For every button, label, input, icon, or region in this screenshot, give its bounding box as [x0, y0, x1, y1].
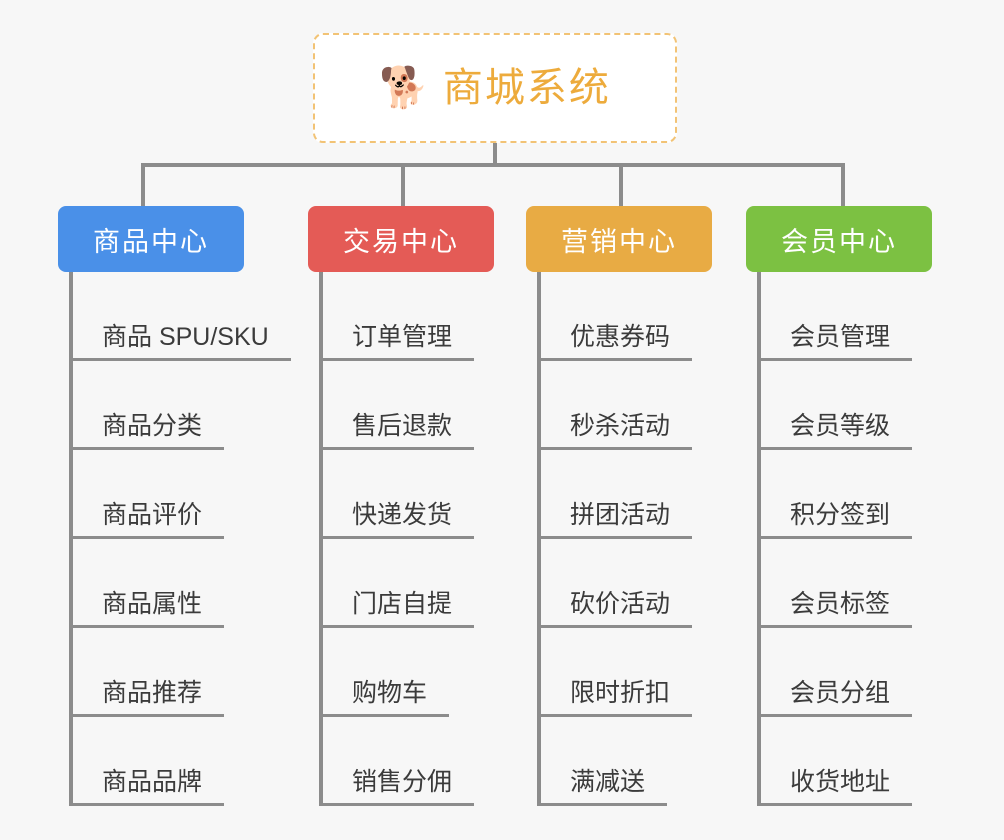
leaf-label: 积分签到 — [790, 500, 891, 529]
leaf-item[interactable]: 订单管理 — [319, 272, 494, 361]
leaf-item[interactable]: 销售分佣 — [319, 717, 494, 806]
shiba-dog-face-icon: 🐕 — [379, 66, 429, 110]
leaf-label: 会员等级 — [790, 411, 891, 440]
leaf-label: 会员分组 — [790, 678, 891, 707]
leaf-item[interactable]: 商品评价 — [69, 450, 244, 539]
leaf-label: 拼团活动 — [570, 500, 671, 529]
branch-header[interactable]: 会员中心 — [746, 206, 932, 272]
leaf-label: 秒杀活动 — [570, 411, 671, 440]
connector-root-stem — [493, 143, 497, 166]
leaf-item[interactable]: 售后退款 — [319, 361, 494, 450]
leaf-item[interactable]: 商品属性 — [69, 539, 244, 628]
leaf-item[interactable]: 满减送 — [537, 717, 712, 806]
leaf-item[interactable]: 拼团活动 — [537, 450, 712, 539]
leaf-label: 商品评价 — [102, 500, 203, 529]
branch-header-label: 营销中心 — [561, 226, 677, 257]
leaf-spine — [69, 272, 73, 806]
leaf-label: 销售分佣 — [352, 767, 453, 796]
branch-column: 营销中心 优惠券码 秒杀活动 拼团活动 砍价活动 限时折扣 满减送 — [526, 206, 712, 806]
leaf-label: 会员标签 — [790, 589, 891, 618]
leaf-label: 商品推荐 — [102, 678, 203, 707]
leaf-label: 商品 SPU/SKU — [102, 322, 269, 351]
leaf-spine — [319, 272, 323, 806]
leaf-item[interactable]: 快递发货 — [319, 450, 494, 539]
leaf-item[interactable]: 购物车 — [319, 628, 494, 717]
leaf-label: 快递发货 — [352, 500, 453, 529]
leaf-item[interactable]: 商品分类 — [69, 361, 244, 450]
leaf-item[interactable]: 商品 SPU/SKU — [69, 272, 291, 361]
leaf-stack: 优惠券码 秒杀活动 拼团活动 砍价活动 限时折扣 满减送 — [537, 272, 712, 806]
leaf-label: 售后退款 — [352, 411, 453, 440]
leaf-item[interactable]: 会员管理 — [757, 272, 932, 361]
leaf-label: 砍价活动 — [570, 589, 671, 618]
leaf-label: 商品品牌 — [102, 767, 203, 796]
connector-drop-2 — [401, 163, 405, 208]
leaf-item[interactable]: 会员标签 — [757, 539, 932, 628]
leaf-label: 会员管理 — [790, 322, 891, 351]
leaf-item[interactable]: 会员等级 — [757, 361, 932, 450]
leaf-stack: 商品 SPU/SKU 商品分类 商品评价 商品属性 商品推荐 商品品牌 — [69, 272, 291, 806]
branch-header[interactable]: 营销中心 — [526, 206, 712, 272]
leaf-label: 购物车 — [352, 678, 428, 707]
connector-drop-3 — [619, 163, 623, 208]
branch-header-label: 会员中心 — [781, 226, 897, 257]
leaf-item[interactable]: 商品推荐 — [69, 628, 244, 717]
leaf-label: 优惠券码 — [570, 322, 671, 351]
root-node-title: 商城系统 — [442, 66, 611, 110]
leaf-label: 满减送 — [570, 767, 646, 796]
connector-drop-4 — [841, 163, 845, 208]
connector-horizontal-bus — [141, 163, 845, 167]
leaf-label: 收货地址 — [790, 767, 891, 796]
leaf-label: 订单管理 — [352, 322, 453, 351]
leaf-spine — [757, 272, 761, 806]
connector-drop-1 — [141, 163, 145, 208]
leaf-item[interactable]: 优惠券码 — [537, 272, 712, 361]
leaf-label: 商品分类 — [102, 411, 203, 440]
leaf-item[interactable]: 秒杀活动 — [537, 361, 712, 450]
root-node-shop-system[interactable]: 🐕 商城系统 — [313, 33, 677, 143]
leaf-spine — [537, 272, 541, 806]
leaf-item[interactable]: 门店自提 — [319, 539, 494, 628]
leaf-item[interactable]: 商品品牌 — [69, 717, 244, 806]
leaf-item[interactable]: 会员分组 — [757, 628, 932, 717]
branch-column: 会员中心 会员管理 会员等级 积分签到 会员标签 会员分组 收货地址 — [746, 206, 932, 806]
leaf-item[interactable]: 限时折扣 — [537, 628, 712, 717]
branch-header-label: 交易中心 — [343, 226, 459, 257]
branch-column: 交易中心 订单管理 售后退款 快递发货 门店自提 购物车 销售分佣 — [308, 206, 494, 806]
leaf-item[interactable]: 收货地址 — [757, 717, 932, 806]
leaf-stack: 会员管理 会员等级 积分签到 会员标签 会员分组 收货地址 — [757, 272, 932, 806]
leaf-stack: 订单管理 售后退款 快递发货 门店自提 购物车 销售分佣 — [319, 272, 494, 806]
leaf-label: 商品属性 — [102, 589, 203, 618]
branch-column: 商品中心 商品 SPU/SKU 商品分类 商品评价 商品属性 商品推荐 商品品牌 — [58, 206, 291, 806]
leaf-label: 门店自提 — [352, 589, 453, 618]
leaf-item[interactable]: 积分签到 — [757, 450, 932, 539]
branch-header[interactable]: 交易中心 — [308, 206, 494, 272]
branch-header-label: 商品中心 — [93, 226, 209, 257]
branch-header[interactable]: 商品中心 — [58, 206, 244, 272]
leaf-item[interactable]: 砍价活动 — [537, 539, 712, 628]
leaf-label: 限时折扣 — [570, 678, 671, 707]
